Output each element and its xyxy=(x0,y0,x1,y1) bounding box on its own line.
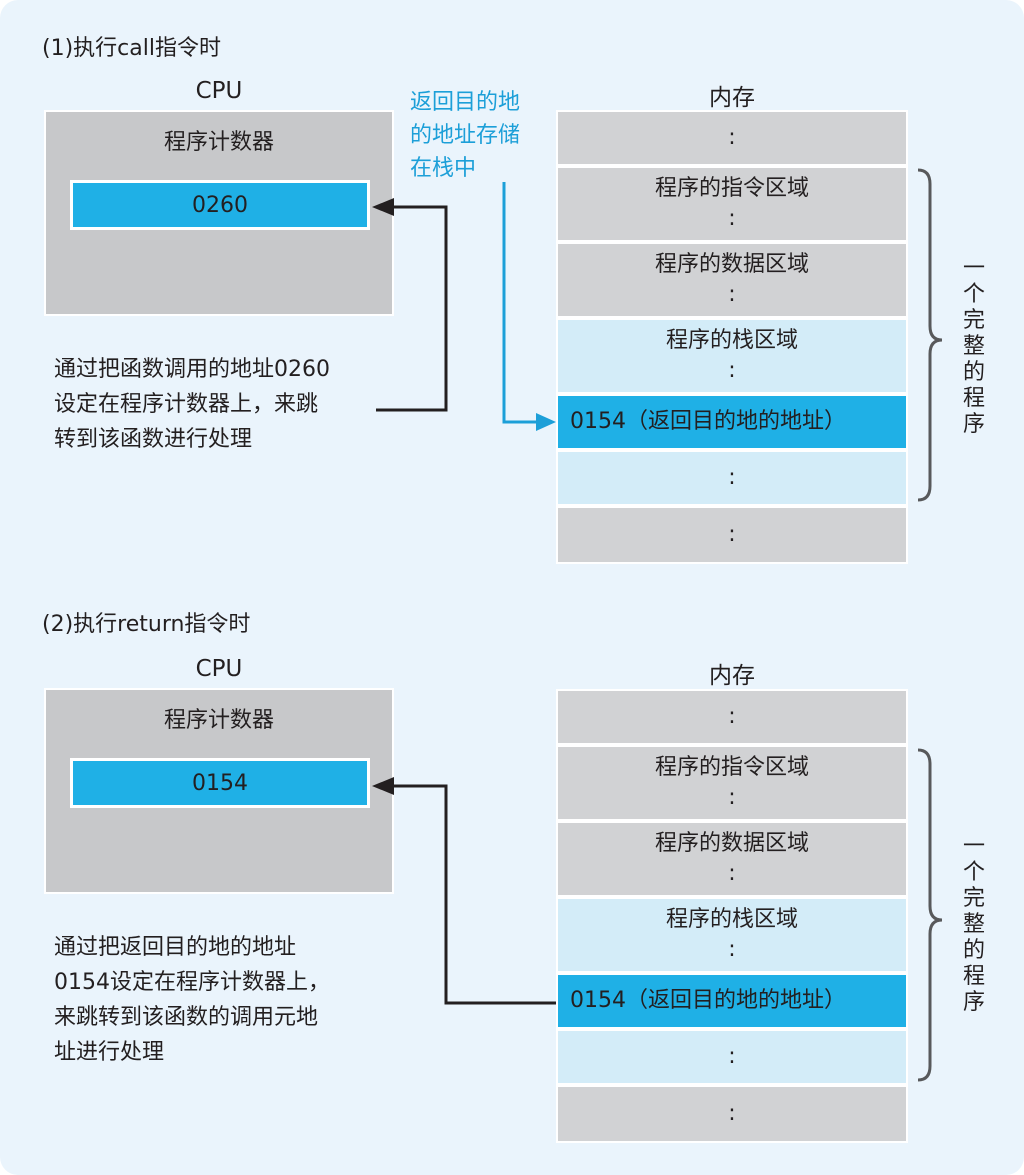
part1-cpu-label: CPU xyxy=(195,78,243,104)
part1-cell-text: 程序的栈区域 xyxy=(665,328,798,353)
part1-desc-line: 转到该函数进行处理 xyxy=(54,427,253,452)
part2-return-arrowhead xyxy=(372,777,394,795)
part1-note-line: 在栈中 xyxy=(410,156,477,181)
part2-cell-text: : xyxy=(728,785,736,810)
part2-memory-label: 内存 xyxy=(709,663,755,689)
part1-cell-text: : xyxy=(728,282,736,307)
part1-cell-text: : xyxy=(728,125,736,150)
part2-side-char: 程 xyxy=(962,964,985,989)
part2-side-char: 整 xyxy=(962,912,985,937)
part2-memory-cell-data: 程序的数据区域 : xyxy=(556,821,908,897)
part1-side-char: 一 xyxy=(962,256,985,281)
part2-cpu-label: CPU xyxy=(195,656,243,682)
part2-side-char: 完 xyxy=(962,886,985,911)
part2-memory-cell-stack: 程序的栈区域 : xyxy=(556,897,908,973)
part1-side-char: 的 xyxy=(962,360,985,385)
part2-cpu-box: 程序计数器 0154 xyxy=(44,688,394,894)
part1-memory-label: 内存 xyxy=(709,85,755,111)
part2-cell-text: : xyxy=(728,861,736,886)
part2-cell-text: 0154（返回目的地的地址） xyxy=(570,988,846,1013)
part1-store-arrow xyxy=(502,182,540,424)
part2-memory-cell-instruction: 程序的指令区域 : xyxy=(556,745,908,821)
part1-desc-line: 设定在程序计数器上，来跳 xyxy=(54,392,319,417)
part1-side-char: 个 xyxy=(962,282,985,307)
part1-cell-text: 0154（返回目的地的地址） xyxy=(570,409,846,434)
part2-description: 通过把返回目的地的地址 0154设定在程序计数器上， 来跳转到该函数的调用元地 … xyxy=(54,930,330,1070)
part2-side-label: 一 个 完 整 的 程 序 xyxy=(961,834,987,1016)
part1-side-char: 序 xyxy=(962,412,985,437)
part2-cell-text: : xyxy=(728,704,736,729)
part2-memory-cell: : xyxy=(556,1085,908,1143)
part2-desc-line: 通过把返回目的地的地址 xyxy=(54,935,297,960)
part1-side-label: 一 个 完 整 的 程 序 xyxy=(961,256,987,438)
part1-note-line: 返回目的地 xyxy=(410,90,521,115)
part2-desc-line: 0154设定在程序计数器上， xyxy=(54,970,330,995)
part2-brace xyxy=(917,748,943,1082)
part2-title: (2)执行return指令时 xyxy=(42,612,251,637)
part1-memory-cell: : xyxy=(556,506,908,564)
part1-brace xyxy=(917,168,943,502)
part2-cell-text: 程序的数据区域 xyxy=(654,831,809,856)
part1-memory-cell-instruction: 程序的指令区域 : xyxy=(556,166,908,242)
part1-jump-arrowhead xyxy=(372,198,394,216)
part2-side-char: 一 xyxy=(962,834,985,859)
part1-side-char: 完 xyxy=(962,308,985,333)
part1-cell-text: 程序的数据区域 xyxy=(654,252,809,277)
part1-stack-note: 返回目的地 的地址存储 在栈中 xyxy=(410,86,520,185)
part2-pc-register: 0154 xyxy=(70,758,370,808)
part1-memory-cell-data: 程序的数据区域 : xyxy=(556,242,908,318)
part2-memory-cell: : xyxy=(556,689,908,745)
part1-description: 通过把函数调用的地址0260 设定在程序计数器上，来跳 转到该函数进行处理 xyxy=(54,352,330,457)
part2-memory-cell: : xyxy=(556,1029,908,1085)
part1-memory-cell: : xyxy=(556,110,908,166)
part1-desc-line: 通过把函数调用的地址0260 xyxy=(54,357,330,382)
part1-side-char: 整 xyxy=(962,334,985,359)
part2-cell-text: 程序的栈区域 xyxy=(665,907,798,932)
part2-cell-text: : xyxy=(728,1101,736,1126)
part1-pc-label: 程序计数器 xyxy=(163,130,274,155)
part1-title: (1)执行call指令时 xyxy=(42,36,221,61)
part2-side-char: 序 xyxy=(962,990,985,1015)
part2-cell-text: : xyxy=(728,1044,736,1069)
part2-pc-label: 程序计数器 xyxy=(163,708,274,733)
part2-desc-line: 址进行处理 xyxy=(54,1040,165,1065)
part1-store-arrowhead xyxy=(536,413,556,431)
part1-jump-arrow xyxy=(376,205,448,412)
part1-cell-text: : xyxy=(728,465,736,490)
part1-cell-text: : xyxy=(728,206,736,231)
part2-desc-line: 来跳转到该函数的调用元地 xyxy=(54,1005,319,1030)
part1-note-line: 的地址存储 xyxy=(410,123,521,148)
part1-memory-cell-stack: 程序的栈区域 : xyxy=(556,318,908,394)
part1-cell-text: : xyxy=(728,522,736,547)
part2-return-arrow xyxy=(392,784,556,1005)
part2-cell-text: 程序的指令区域 xyxy=(654,755,809,780)
part2-side-char: 个 xyxy=(962,860,985,885)
part1-side-char: 程 xyxy=(962,386,985,411)
part1-pc-register: 0260 xyxy=(70,180,370,230)
part1-cell-text: : xyxy=(728,358,736,383)
part1-memory-cell: : xyxy=(556,450,908,506)
part2-cell-text: : xyxy=(728,937,736,962)
part2-memory-cell-return-address: 0154（返回目的地的地址） xyxy=(556,973,908,1029)
part2-side-char: 的 xyxy=(962,938,985,963)
part1-memory-cell-return-address: 0154（返回目的地的地址） xyxy=(556,394,908,450)
part1-cell-text: 程序的指令区域 xyxy=(654,176,809,201)
